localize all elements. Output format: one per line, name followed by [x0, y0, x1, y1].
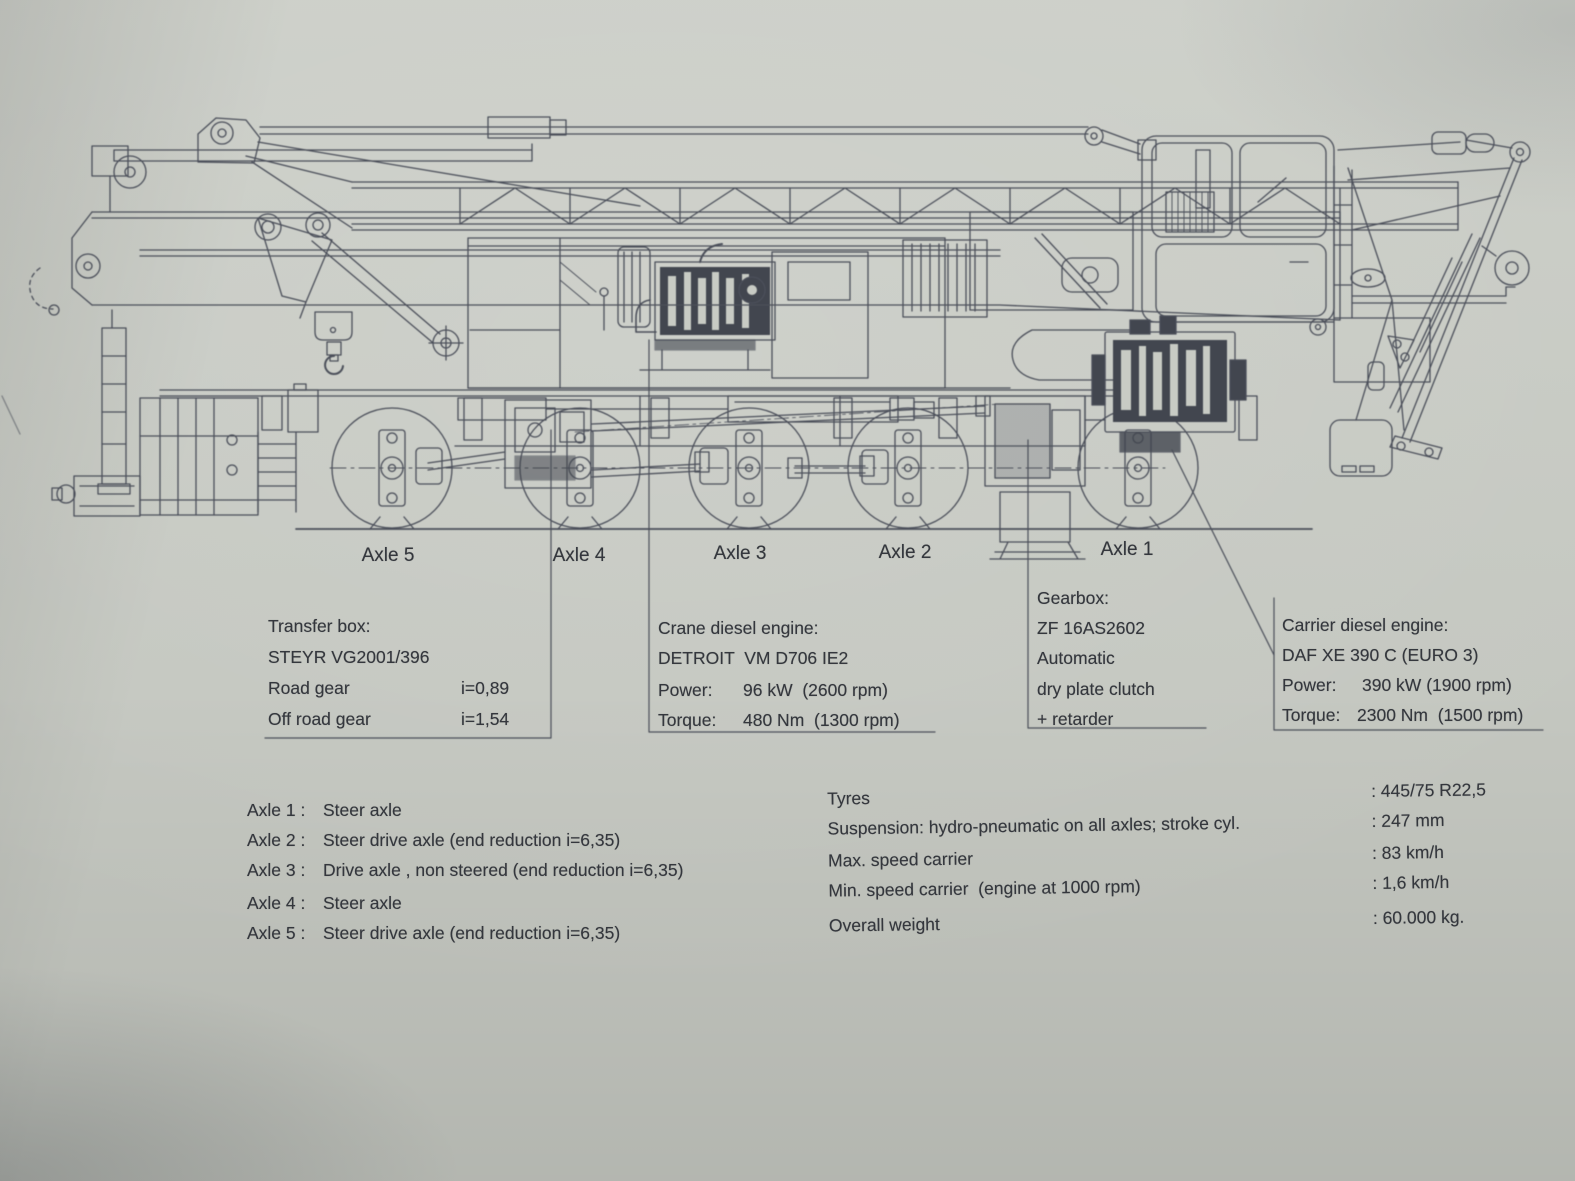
- spec-row-value: 480 Nm (1300 rpm): [743, 710, 900, 730]
- axle-desc-label: Axle 3 :: [247, 860, 306, 880]
- general-spec-value: : 60.000 kg.: [1372, 906, 1465, 928]
- axle-label: Axle 5: [361, 545, 415, 566]
- driveline: [329, 395, 1258, 489]
- lattice-jib: [245, 155, 1459, 231]
- axle-desc-row: Axle 3 : Drive axle , non steered (end re…: [247, 860, 683, 880]
- axle-label: Axle 1: [1100, 539, 1154, 560]
- general-spec-value: : 83 km/h: [1371, 841, 1445, 863]
- block-model: DETROIT VM D706 IE2: [658, 648, 849, 668]
- chassis: [29, 267, 1141, 517]
- telescopic-boom: [71, 143, 1341, 336]
- axle-label: Axle 4: [552, 545, 606, 566]
- axle-desc-text: Steer drive axle (end reduction i=6,35): [323, 923, 621, 943]
- axle-desc-row: Axle 4 : Steer axle: [247, 893, 402, 913]
- general-spec-label: Overall weight: [828, 914, 940, 936]
- block-title: Transfer box:: [268, 616, 371, 636]
- spec-row-label: Power:: [658, 680, 713, 700]
- boom-gusset-and-hook: [254, 212, 464, 375]
- axle-desc-text: Drive axle , non steered (end reduction …: [323, 860, 684, 880]
- axle-desc-text: Steer axle: [323, 893, 402, 913]
- spec-row-label: Power:: [1282, 675, 1337, 695]
- jib-pendant: [197, 116, 1157, 207]
- general-spec-value: : 247 mm: [1371, 809, 1445, 831]
- block-model: DAF XE 390 C (EURO 3): [1282, 645, 1479, 665]
- superstructure-house: [457, 237, 1011, 423]
- general-spec-label: Tyres: [827, 787, 871, 809]
- block-line: + retarder: [1037, 709, 1114, 729]
- axle-desc-row: Axle 5 : Steer drive axle (end reduction …: [247, 923, 620, 943]
- block-model: STEYR VG2001/396: [268, 647, 430, 667]
- axle-desc-text: Steer drive axle (end reduction i=6,35): [323, 830, 621, 850]
- block-title: Carrier diesel engine:: [1282, 615, 1449, 635]
- carrier-engine: [1091, 315, 1247, 453]
- spec-row-value: i=1,54: [461, 709, 510, 729]
- spec-row-label: Road gear: [268, 678, 350, 698]
- spec-row-label: Torque:: [1282, 705, 1341, 725]
- axle-desc-label: Axle 5 :: [247, 923, 306, 943]
- block-line: ZF 16AS2602: [1037, 618, 1145, 638]
- axle-desc-label: Axle 2 :: [247, 830, 306, 850]
- rear-a-frame: [1329, 131, 1531, 477]
- axle-desc-text: Steer axle: [323, 800, 402, 820]
- axle-desc-label: Axle 4 :: [247, 893, 306, 913]
- spec-row-value: 390 kW (1900 rpm): [1362, 675, 1512, 695]
- block-title: Gearbox:: [1037, 588, 1109, 608]
- spec-row-value: 96 kW (2600 rpm): [743, 680, 888, 700]
- spec-row-label: Off road gear: [268, 709, 371, 729]
- block-line: dry plate clutch: [1037, 679, 1155, 699]
- general-spec-value: : 1,6 km/h: [1372, 871, 1450, 893]
- leader-lines: [264, 339, 1544, 739]
- carrier-cab: [1141, 135, 1335, 323]
- axle-desc-row: Axle 2 : Steer drive axle (end reduction …: [247, 830, 620, 850]
- general-spec-label: Min. speed carrier (engine at 1000 rpm): [828, 876, 1141, 901]
- spec-row-label: Torque:: [658, 710, 717, 730]
- spec-row-value: 2300 Nm (1500 rpm): [1357, 705, 1524, 725]
- block-line: Automatic: [1037, 648, 1115, 668]
- axle-desc-label: Axle 1 :: [247, 800, 306, 820]
- wheels: [331, 407, 1199, 530]
- general-spec-label: Suspension: hydro-pneumatic on all axles…: [827, 812, 1241, 839]
- gearbox-assembly: [984, 395, 1106, 560]
- axle-desc-row: Axle 1 : Steer axle: [247, 800, 402, 820]
- crane-engine: [599, 243, 776, 371]
- general-spec-label: Max. speed carrier: [827, 848, 974, 871]
- axle-label: Axle 3: [713, 543, 767, 564]
- general-specs: Tyres : 445/75 R22,5 Suspension: hydro-p…: [827, 778, 1574, 948]
- spec-row-value: i=0,89: [461, 678, 510, 698]
- block-title: Crane diesel engine:: [658, 618, 819, 638]
- axle-label: Axle 2: [878, 542, 932, 563]
- general-spec-value: : 445/75 R22,5: [1370, 779, 1487, 801]
